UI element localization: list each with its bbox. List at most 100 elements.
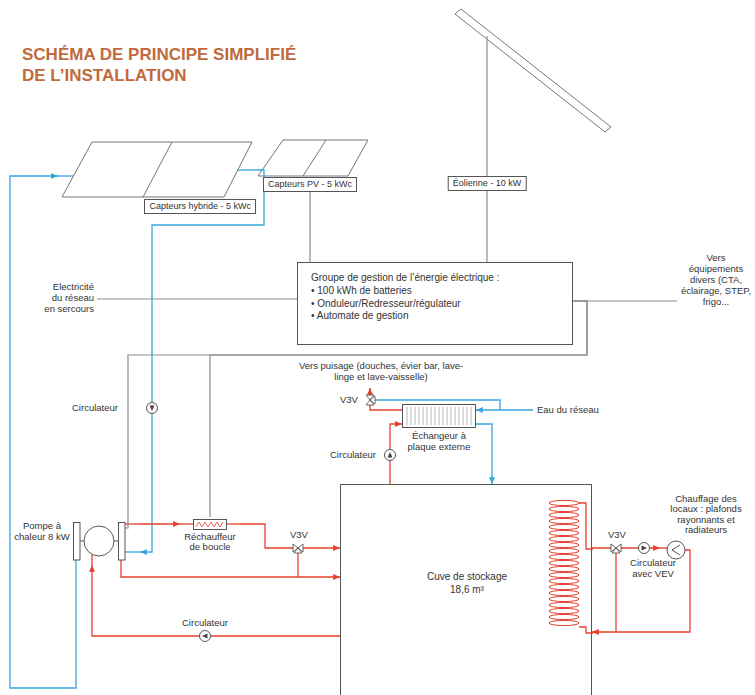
loop-heater: Réchauffeur de boucle (180, 517, 240, 557)
energy-management-box: Groupe de gestion de l’énergie électriqu… (297, 262, 573, 345)
exchanger-plate (427, 407, 428, 425)
pipe-stub (238, 169, 258, 170)
pv-collector-label: Capteurs PV - 5 kWc (263, 177, 357, 192)
annotation-label: Circulateur (330, 450, 376, 461)
pipe-connector (476, 424, 492, 484)
annotation-label: Vers équipements divers (CTA, éclairage,… (680, 253, 752, 308)
exchanger-plate (439, 407, 440, 425)
storage-tank: Cuve de stockage 18,6 m³ (340, 484, 592, 695)
mains-water-pipe (476, 409, 533, 410)
coil-turn (549, 530, 579, 535)
pipe-connector (92, 565, 340, 636)
exchanger-plate (411, 407, 412, 425)
coil-turn (549, 596, 579, 601)
coil-pipe (579, 627, 593, 633)
circulator-body (385, 450, 396, 461)
coil-turn (549, 584, 579, 589)
plate-heat-exchanger: Échangeur à plaque externe (402, 402, 476, 456)
node-text: Chauffage des locaux : plafonds rayonnan… (662, 494, 750, 536)
node-text: Réchauffeur de boucle (180, 532, 240, 553)
pv-panel-divider (303, 140, 326, 176)
coil-turn (549, 578, 579, 583)
pipe-connector (592, 570, 690, 632)
pipe-connector (309, 192, 310, 262)
coil-turn (549, 620, 579, 625)
node-text: Échangeur à plaque externe (402, 431, 476, 453)
annotation-label: V3V (340, 395, 358, 406)
pump-link (114, 541, 118, 542)
coil-turn (549, 500, 579, 505)
emitter-mark (672, 545, 680, 555)
dhw-outlet-pipe (370, 388, 402, 410)
annotation-label: Circulateur (72, 403, 118, 414)
pipe-stub (685, 550, 690, 570)
node-text: Groupe de gestion de l’énergie électriqu… (311, 272, 559, 285)
pump-exchanger (74, 523, 81, 561)
exchanger-plate (407, 407, 408, 425)
node-text: • Automate de gestion (311, 310, 559, 323)
coil-turn (549, 536, 579, 541)
hybrid-solar-collector: Capteurs hybride - 5 kWc (58, 140, 258, 214)
circulator-symbol (200, 631, 211, 642)
valve-port (612, 548, 620, 553)
coil-turn (549, 608, 579, 613)
pipe-stub (227, 523, 240, 524)
pipe-connector (240, 524, 340, 548)
pipe-stub (125, 523, 140, 524)
coil-pipe (579, 503, 593, 549)
three-way-valve-symbol (366, 395, 375, 405)
exchanger-plate (431, 407, 432, 425)
three-way-valve-symbol (611, 544, 621, 553)
pipe-connector (121, 565, 340, 577)
coil-turn (549, 518, 579, 523)
circulator-symbol (147, 403, 158, 414)
valve-port (370, 396, 375, 404)
panel-divider (143, 142, 172, 197)
exchanger-plate (451, 407, 452, 425)
circulator-mark (388, 452, 393, 458)
pipe-connector (140, 523, 180, 524)
valve-bypass-pipe (297, 553, 298, 577)
annotation-label: Electricité du réseau en sercours (41, 282, 94, 315)
coil-turn (549, 548, 579, 553)
pipe-stub (120, 560, 121, 565)
circulator-body (147, 403, 158, 414)
exchanger-plate (463, 407, 464, 425)
grid-supply-wire (97, 298, 297, 299)
heating-bypass-pipe (615, 553, 616, 632)
solar-panel (62, 142, 252, 197)
diagram-title: SCHÉMA DE PRINCIPE SIMPLIFIÉ DE L’INSTAL… (22, 44, 312, 87)
exchanger-plate (435, 407, 436, 425)
three-way-valve-symbol (293, 544, 303, 553)
emitter-symbol (667, 541, 685, 559)
compressor-symbol (84, 526, 114, 556)
pump-link (80, 541, 84, 542)
pv-panel (258, 140, 368, 176)
heater-body (194, 520, 227, 530)
pipe-stub (91, 555, 92, 566)
coil-turn (549, 524, 579, 529)
exchanger-plate (447, 407, 448, 425)
heat-pump: Pompe à chaleur 8 kW (14, 518, 140, 565)
exchanger-plate (455, 407, 456, 425)
exchanger-plate (467, 407, 468, 425)
exchanger-plate (419, 407, 420, 425)
node-text: • Onduleur/Redresseur/régulateur (311, 298, 559, 311)
annotation-label: Circulateur (182, 618, 228, 629)
pipe-connector (486, 191, 487, 262)
circulator-symbol (639, 543, 650, 554)
valve-port (294, 548, 302, 553)
pipe-connector (10, 176, 76, 688)
wind-turbine-mast (486, 36, 487, 176)
coil-turn (549, 554, 579, 559)
node-text: Capteurs PV - 5 kWc (268, 179, 352, 190)
pipe-stub (180, 523, 193, 524)
coil-turn (549, 602, 579, 607)
annotation-label: V3V (290, 530, 308, 541)
coil-turn (549, 614, 579, 619)
circulator-mark (150, 406, 155, 412)
circulator-symbol (385, 450, 396, 461)
coil-turn (549, 560, 579, 565)
exchanger-plate (443, 407, 444, 425)
